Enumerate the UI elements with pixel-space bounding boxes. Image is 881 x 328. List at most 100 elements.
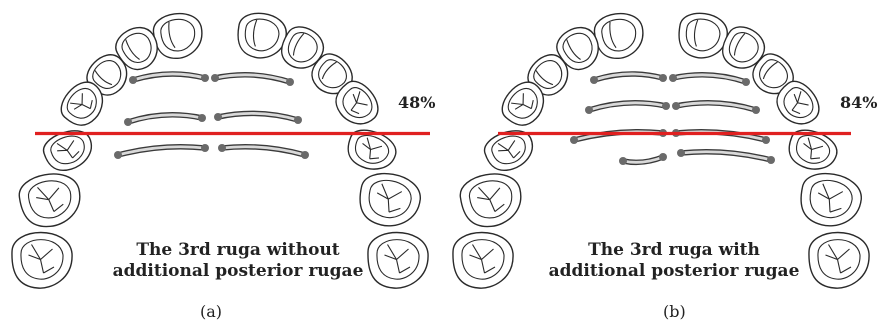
ruga-body [592,72,665,82]
tooth [347,129,397,170]
ruga-body [679,150,773,162]
tooth-contour [244,18,280,52]
ruga-end [570,136,578,144]
tooth-contour [809,179,853,219]
panel-b: 84% The 3rd ruga with additional posteri… [441,0,881,321]
tooth-contour [507,87,538,119]
ruga-body [671,73,748,84]
tooth-ridge [609,21,617,49]
ruga-end [201,144,209,152]
tooth [459,173,522,228]
teeth-b [452,12,870,289]
tooth-contour [759,59,788,89]
ruga-end [742,78,750,86]
tooth [800,173,862,227]
tooth-fissure [477,187,505,212]
ruga-end [590,76,598,84]
tooth-contour [318,59,347,89]
ruga-body [126,113,204,124]
tooth-outline [43,130,92,172]
ruga-end [129,76,137,84]
caption-b: The 3rd ruga with additional posterior r… [544,240,804,282]
tooth-ridge [94,70,113,86]
tooth-contour [20,239,64,280]
teeth-a [11,12,429,289]
tooth-fissure [791,91,809,115]
ruga [124,112,206,126]
ruga-end [286,78,294,86]
tooth [280,26,325,69]
tooth-outline [359,173,421,227]
ruga-end [201,74,209,82]
tooth [484,130,533,172]
tooth-ridge [762,61,778,80]
tooth-ridge [292,33,305,56]
ruga [218,143,309,159]
tooth-contour [783,87,814,119]
tooth [721,26,766,69]
tooth [115,27,158,71]
tooth-fissure [817,183,844,213]
tooth-outline [678,12,728,59]
ruga-body [216,112,300,122]
ruga [677,148,775,164]
tooth-contour [121,32,152,64]
caption-b-line-1: The 3rd ruga with [588,240,760,260]
panel-label-b: (b) [663,302,686,321]
ruga [585,100,670,114]
ruga-end [214,113,222,121]
ruga-end [218,144,226,152]
tooth [593,12,644,59]
tooth [678,12,728,59]
tooth-ridge [733,33,746,56]
tooth-contour [376,239,420,280]
tooth-fissure [497,140,521,159]
tooth-ridge [535,70,554,86]
tooth-outline [152,12,203,59]
ruga-end [659,129,667,137]
ruga-body [220,145,307,157]
ruga-body [116,145,207,157]
tooth-contour [817,239,861,280]
percentage-label-b: 84% [840,93,878,112]
tooth-outline [18,173,81,228]
tooth-contour [469,180,513,219]
ruga-end [669,74,677,82]
ruga-end [294,116,302,124]
tooth [788,129,838,170]
tooth [86,54,128,96]
ruga-end [301,151,309,159]
tooth [527,54,569,96]
tooth-contour [287,32,318,63]
ruga-body [213,73,292,84]
tooth [43,130,92,172]
tooth-fissure [384,244,411,274]
tooth-outline [459,173,522,228]
ruga-body [587,101,668,112]
caption-a: The 3rd ruga without additional posterio… [108,240,368,282]
tooth [501,81,545,126]
ruga-end [677,149,685,157]
tooth-fissure [56,140,80,159]
tooth-ridge [168,21,176,49]
tooth-fissure [825,244,852,274]
tooth-fissure [70,93,93,110]
ruga [590,71,667,84]
tooth [311,53,353,95]
tooth-outline [347,129,397,170]
tooth [60,81,104,126]
caption-a-line-2: additional posterior rugae [112,261,364,281]
ruga-end [662,102,670,110]
tooth-outline [800,173,862,227]
tooth-fissure [350,91,368,115]
ruga-end [124,118,132,126]
ruga-end [762,136,770,144]
ruga-end [672,129,680,137]
tooth-outline [788,129,838,170]
tooth-fissure [803,137,824,160]
tooth [452,231,514,289]
caption-a-line-1: The 3rd ruga without [136,240,340,260]
tooth-fissure [362,137,383,160]
tooth-contour [728,32,759,63]
